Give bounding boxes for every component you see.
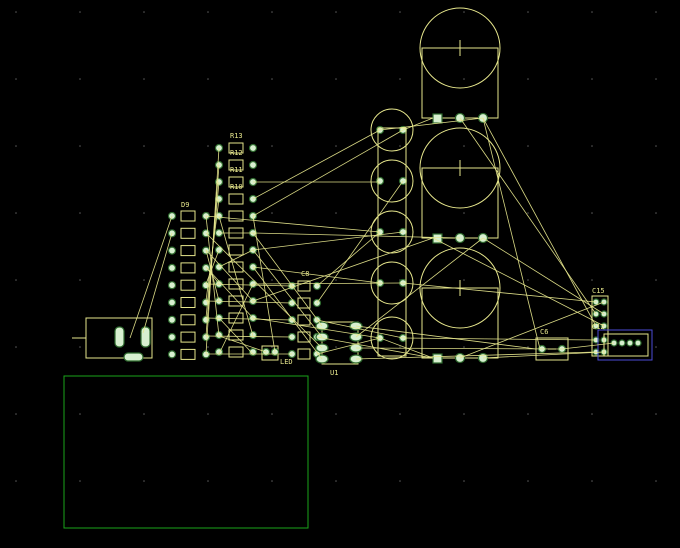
ratsnest-line (482, 117, 597, 327)
ratsnest-line (561, 342, 615, 350)
ratsnest-line (459, 117, 597, 315)
diode[interactable] (167, 331, 211, 343)
led[interactable] (261, 345, 280, 361)
small-capacitor[interactable] (287, 280, 322, 292)
ratsnest-line (316, 336, 434, 359)
ratsnest-line (316, 337, 381, 355)
power-jack[interactable] (72, 317, 153, 362)
ratsnest-line (482, 351, 605, 359)
ratsnest-line (252, 282, 404, 285)
ratsnest-line (402, 337, 597, 341)
ratsnest-line (142, 232, 173, 334)
ratsnest-line (218, 215, 254, 337)
ratsnest-line (482, 117, 541, 350)
diode[interactable] (167, 245, 211, 257)
resistor[interactable] (214, 193, 258, 205)
ratsnest-line (482, 237, 605, 315)
resistor[interactable] (214, 210, 258, 222)
ratsnest-line (205, 283, 293, 287)
ratsnest-line (205, 300, 293, 304)
diode[interactable] (167, 279, 211, 291)
label-c12: C12 (592, 323, 605, 331)
ratsnest-line (218, 317, 254, 355)
ratsnest-line (252, 249, 323, 338)
grid-dots (15, 11, 657, 482)
ratsnest-line (316, 180, 404, 304)
header-connector[interactable] (597, 329, 653, 361)
label-u1: U1 (330, 369, 338, 377)
ratsnest-line (205, 232, 323, 349)
ratsnest (129, 117, 615, 360)
label-r10: R10 (230, 183, 243, 191)
label-r12: R12 (230, 149, 243, 157)
diode[interactable] (167, 348, 211, 360)
label-c8: C8 (301, 270, 309, 278)
ratsnest-line (252, 129, 404, 217)
ratsnest-line (218, 249, 254, 268)
resistor[interactable] (214, 329, 258, 341)
resistor-array (214, 142, 258, 358)
ratsnest-line (252, 266, 381, 284)
diode[interactable] (167, 314, 211, 326)
ratsnest-line (205, 317, 293, 321)
ratsnest-line (129, 215, 173, 339)
ratsnest-line (252, 237, 434, 302)
big-capacitor-top[interactable] (419, 7, 501, 124)
ratsnest-line (252, 231, 404, 251)
ratsnest-line (205, 249, 254, 302)
ratsnest-line (355, 351, 597, 360)
ratsnest-line (252, 215, 276, 353)
label-led: LED (280, 358, 293, 366)
big-capacitor-middle[interactable] (419, 127, 501, 244)
ratsnest-line (252, 232, 323, 327)
round-cap-strip (377, 127, 407, 357)
label-c6: C6 (540, 328, 548, 336)
ratsnest-line (205, 198, 220, 302)
round-capacitor[interactable] (370, 159, 414, 203)
ratsnest-line (432, 237, 605, 327)
label-c15: C15 (592, 287, 605, 295)
ratsnest-line (355, 237, 484, 338)
ratsnest-line (205, 215, 381, 233)
diode[interactable] (167, 297, 211, 308)
ratsnest-line (355, 325, 537, 350)
resistor[interactable] (214, 244, 258, 256)
ratsnest-line (218, 283, 254, 355)
diode[interactable] (167, 227, 211, 239)
ratsnest-line (205, 215, 220, 337)
ratsnest-line (316, 319, 404, 339)
ratsnest-line (205, 249, 220, 285)
big-capacitor-bottom[interactable] (419, 247, 501, 364)
ratsnest-line (402, 117, 434, 131)
diode-array (167, 210, 211, 360)
diode[interactable] (167, 262, 211, 274)
ratsnest-line (355, 347, 563, 350)
ratsnest-line (252, 266, 323, 360)
ratsnest-line (379, 337, 434, 359)
ratsnest-line (402, 282, 597, 303)
ratsnest-line (252, 232, 461, 239)
diode[interactable] (167, 210, 211, 222)
label-r13: R13 (230, 132, 243, 140)
resistor[interactable] (214, 176, 258, 188)
label-r11: R11 (230, 166, 243, 174)
board-outline[interactable] (63, 375, 309, 529)
ratsnest-line (252, 129, 381, 200)
ratsnest-line (459, 301, 605, 359)
ratsnest-line (379, 117, 484, 131)
label-d9: D9 (181, 201, 189, 209)
